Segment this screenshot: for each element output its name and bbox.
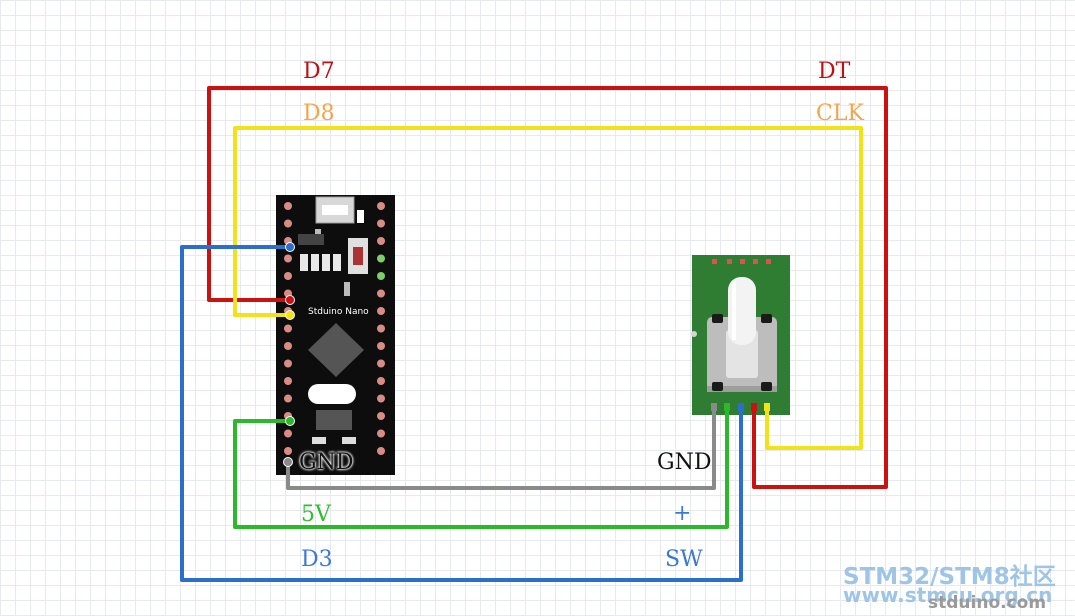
- label-gnd-board: GND: [299, 450, 354, 475]
- pin-pad: [377, 237, 385, 245]
- wire-endpoint: [285, 416, 295, 426]
- rotary-encoder-module: [691, 255, 790, 415]
- pin-pad: [377, 307, 385, 315]
- pin-pad: [377, 412, 385, 420]
- pin-pad: [284, 324, 292, 333]
- wire-d8-clk: [233, 126, 863, 450]
- pin-pad: [284, 359, 292, 368]
- label-d7: D7: [303, 59, 335, 84]
- wire-d3-sw: [180, 245, 743, 582]
- label-dt: DT: [818, 59, 851, 84]
- label-d3: D3: [301, 547, 333, 572]
- wire-5v: [233, 406, 729, 529]
- wire-gnd: [286, 406, 716, 490]
- pin-pad: [284, 272, 292, 280]
- label-d8: D8: [303, 101, 335, 126]
- mcu-chip: [308, 323, 364, 377]
- watermark-community: STM32/STM8社区: [843, 564, 1056, 590]
- pin-pad: [284, 254, 292, 263]
- pin-pad: [377, 324, 385, 333]
- pin-pad: [284, 394, 292, 403]
- wire-d7-dt: [207, 86, 888, 489]
- pin-pad: [284, 377, 292, 385]
- pin-pad: [377, 429, 385, 438]
- pin-pad: [377, 447, 385, 455]
- encoder-pin: [751, 403, 757, 411]
- wire-endpoint: [283, 457, 293, 467]
- pin-pad: [284, 447, 292, 455]
- pin-pad: [284, 429, 292, 438]
- label-gnd-encoder: GND: [657, 450, 712, 475]
- wires: [180, 86, 888, 582]
- pin-pad: [377, 289, 385, 298]
- pin-pad: [284, 202, 292, 210]
- pin-pad: [377, 342, 385, 350]
- encoder-pin: [764, 403, 770, 411]
- label-sw: SW: [665, 547, 703, 572]
- board-name-label: Stduino Nano: [308, 307, 369, 317]
- label-clk: CLK: [816, 101, 864, 126]
- wire-endpoint: [285, 295, 295, 305]
- encoder-pin: [724, 403, 730, 411]
- crystal: [308, 384, 356, 404]
- label-5v: 5V: [301, 502, 331, 527]
- pin-pad: [377, 254, 385, 263]
- pin-pad: [377, 394, 385, 403]
- encoder-pin: [738, 403, 744, 411]
- pin-pad: [377, 377, 385, 385]
- stduino-nano-board: [276, 195, 395, 475]
- pin-pad: [377, 219, 385, 228]
- pin-pad: [377, 202, 385, 210]
- watermark-site: stduino.com: [928, 593, 1047, 613]
- encoder-pin: [711, 403, 717, 411]
- pin-pad: [284, 342, 292, 350]
- pin-pad: [377, 359, 385, 368]
- wire-endpoint: [285, 310, 295, 320]
- watermark-url: www.stmcu.org.cn: [843, 583, 1053, 607]
- wire-endpoint: [285, 242, 295, 252]
- pin-pad: [284, 219, 292, 228]
- label-plus: +: [673, 501, 692, 526]
- pin-pad: [377, 272, 385, 280]
